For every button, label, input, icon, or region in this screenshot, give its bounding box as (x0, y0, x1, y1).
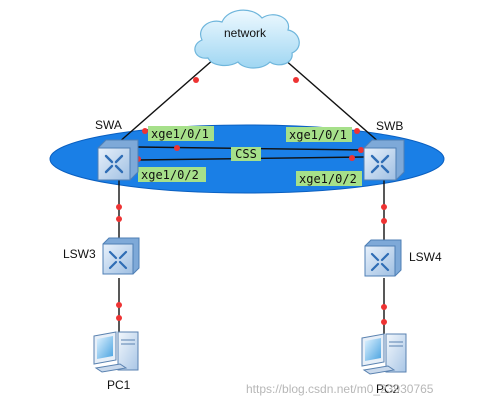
pc2-computer-icon (361, 333, 407, 375)
swa-label: SWA (95, 118, 122, 132)
swa-port-xge1-0-1-label: xge1/0/1 (151, 127, 209, 141)
lsw3-switch-icon (102, 237, 140, 275)
pc1-label: PC1 (107, 378, 131, 392)
swb-port-xge1-0-1-label: xge1/0/1 (289, 128, 347, 142)
watermark-text: https://blog.csdn.net/m0_23930765 (246, 382, 434, 396)
port-label-backgrounds (138, 126, 362, 186)
swa-switch-icon (97, 139, 139, 181)
swa-port-xge1-0-2-label: xge1/0/2 (141, 168, 199, 182)
network-cloud: network (194, 9, 300, 69)
swb-label: SWB (376, 119, 403, 133)
swb-port-xge1-0-2-label: xge1/0/2 (299, 172, 357, 186)
pc2-label: PC2 (376, 382, 400, 396)
css-stack-label: CSS (235, 147, 257, 161)
cloud-label: network (224, 26, 267, 40)
lsw4-label: LSW4 (409, 250, 442, 264)
swb-switch-icon (363, 139, 405, 181)
pc1-computer-icon (93, 331, 139, 373)
lsw3-label: LSW3 (63, 247, 96, 261)
lsw4-switch-icon (364, 239, 402, 277)
